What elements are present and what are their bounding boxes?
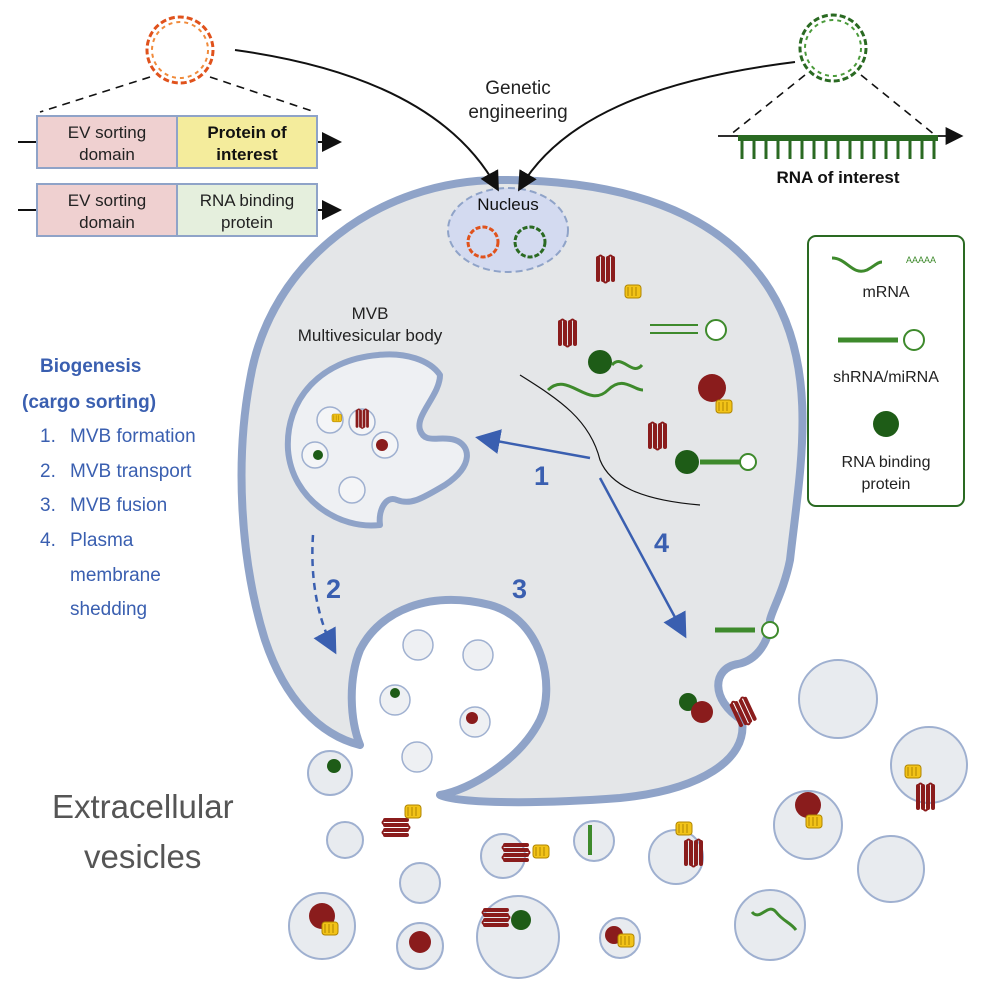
protein-of-interest-box bbox=[176, 115, 318, 169]
ev-vesicle bbox=[573, 820, 615, 862]
legend: AAAAA mRNA shRNA/miRNA RNA binding prote… bbox=[807, 235, 965, 507]
legend-rbp-label-2: protein bbox=[862, 476, 911, 493]
engineering-arrow-right bbox=[517, 61, 796, 192]
cell-membrane bbox=[237, 176, 807, 807]
rna-of-interest-construct: RNA of interest bbox=[718, 127, 964, 187]
ev-vesicle bbox=[798, 659, 878, 739]
ev-vesicle bbox=[857, 835, 925, 903]
step-4-text-3: shedding bbox=[70, 599, 147, 620]
legend-shrna-label: shRNA/miRNA bbox=[833, 369, 939, 386]
extracellular-vesicles bbox=[288, 659, 968, 979]
construct1-domain-label-2: domain bbox=[79, 145, 135, 164]
step-marker-2: 2 bbox=[326, 574, 341, 604]
plasmid-expansion-lines bbox=[39, 76, 316, 113]
step-1-num: 1. bbox=[40, 426, 56, 447]
orange-plasmid-icon bbox=[145, 15, 215, 85]
step-marker-4: 4 bbox=[654, 528, 669, 558]
rna-of-interest-label: RNA of interest bbox=[776, 168, 899, 187]
nucleus: Nucleus bbox=[447, 187, 569, 273]
nucleus-green-plasmid-icon bbox=[513, 225, 547, 259]
rna-binding-protein-box bbox=[176, 183, 318, 237]
construct2-cargo-label-2: protein bbox=[221, 213, 273, 232]
multivesicular-body bbox=[284, 351, 470, 529]
legend-mrna-label: mRNA bbox=[862, 284, 909, 301]
rna-expansion-lines bbox=[729, 74, 936, 136]
step-marker-1: 1 bbox=[534, 461, 549, 491]
nucleus-orange-plasmid-icon bbox=[466, 225, 500, 259]
ev-vesicle bbox=[307, 750, 353, 796]
biogenesis-title-2: (cargo sorting) bbox=[22, 392, 156, 413]
genetic-engineering-label-1: Genetic bbox=[485, 78, 550, 99]
mvb-label-1: MVB bbox=[352, 304, 389, 323]
extracellular-label-1: Extracellular bbox=[52, 788, 234, 825]
ev-vesicle bbox=[734, 889, 806, 961]
green-plasmid-icon bbox=[798, 13, 868, 83]
step-4-num: 4. bbox=[40, 530, 56, 551]
fusion-pocket-vesicles bbox=[379, 629, 494, 773]
ev-sorting-domain-box-2 bbox=[36, 183, 178, 237]
legend-rbp-icon bbox=[873, 411, 899, 437]
biogenesis-title-1: Biogenesis bbox=[40, 356, 141, 377]
construct1-cargo-label-1: Protein of bbox=[207, 123, 287, 142]
legend-polya: AAAAA bbox=[906, 255, 936, 265]
ev-vesicle bbox=[326, 821, 364, 859]
step-2-text: MVB transport bbox=[70, 461, 192, 482]
extracellular-label-2: vesicles bbox=[84, 838, 201, 875]
construct2-domain-label-2: domain bbox=[79, 213, 135, 232]
nucleus-label: Nucleus bbox=[477, 195, 538, 214]
step-1-text: MVB formation bbox=[70, 426, 196, 447]
engineering-arrow-left bbox=[234, 49, 499, 192]
shedding-bud-cargo bbox=[679, 621, 779, 730]
construct2-domain-label-1: EV sorting bbox=[68, 191, 146, 210]
step-2-arrow bbox=[311, 534, 337, 655]
ev-vesicle bbox=[399, 862, 441, 904]
construct1-domain-label-1: EV sorting bbox=[68, 123, 146, 142]
step-4-arrow bbox=[598, 477, 687, 639]
mvb-label-2: Multivesicular body bbox=[298, 326, 443, 345]
step-4-text-1: Plasma bbox=[70, 530, 134, 551]
construct1-cargo-label-2: interest bbox=[216, 145, 278, 164]
construct-rna-binding-protein: EV sorting domain RNA binding protein bbox=[18, 183, 342, 237]
step-2-num: 2. bbox=[40, 461, 56, 482]
legend-mrna-icon bbox=[831, 256, 883, 273]
step-4-text-2: membrane bbox=[70, 565, 161, 586]
step-3-text: MVB fusion bbox=[70, 495, 167, 516]
step-marker-3: 3 bbox=[512, 574, 527, 604]
construct-protein-of-interest: EV sorting domain Protein of interest bbox=[18, 115, 342, 169]
construct2-cargo-label-1: RNA binding bbox=[200, 191, 295, 210]
biogenesis-list: Biogenesis (cargo sorting) 1. MVB format… bbox=[22, 356, 196, 620]
genetic-engineering-label-2: engineering bbox=[468, 102, 567, 123]
step-3-num: 3. bbox=[40, 495, 56, 516]
cytoplasm-cargo bbox=[519, 253, 757, 506]
step-1-arrow bbox=[475, 429, 591, 460]
legend-rbp-label-1: RNA binding bbox=[842, 454, 931, 471]
